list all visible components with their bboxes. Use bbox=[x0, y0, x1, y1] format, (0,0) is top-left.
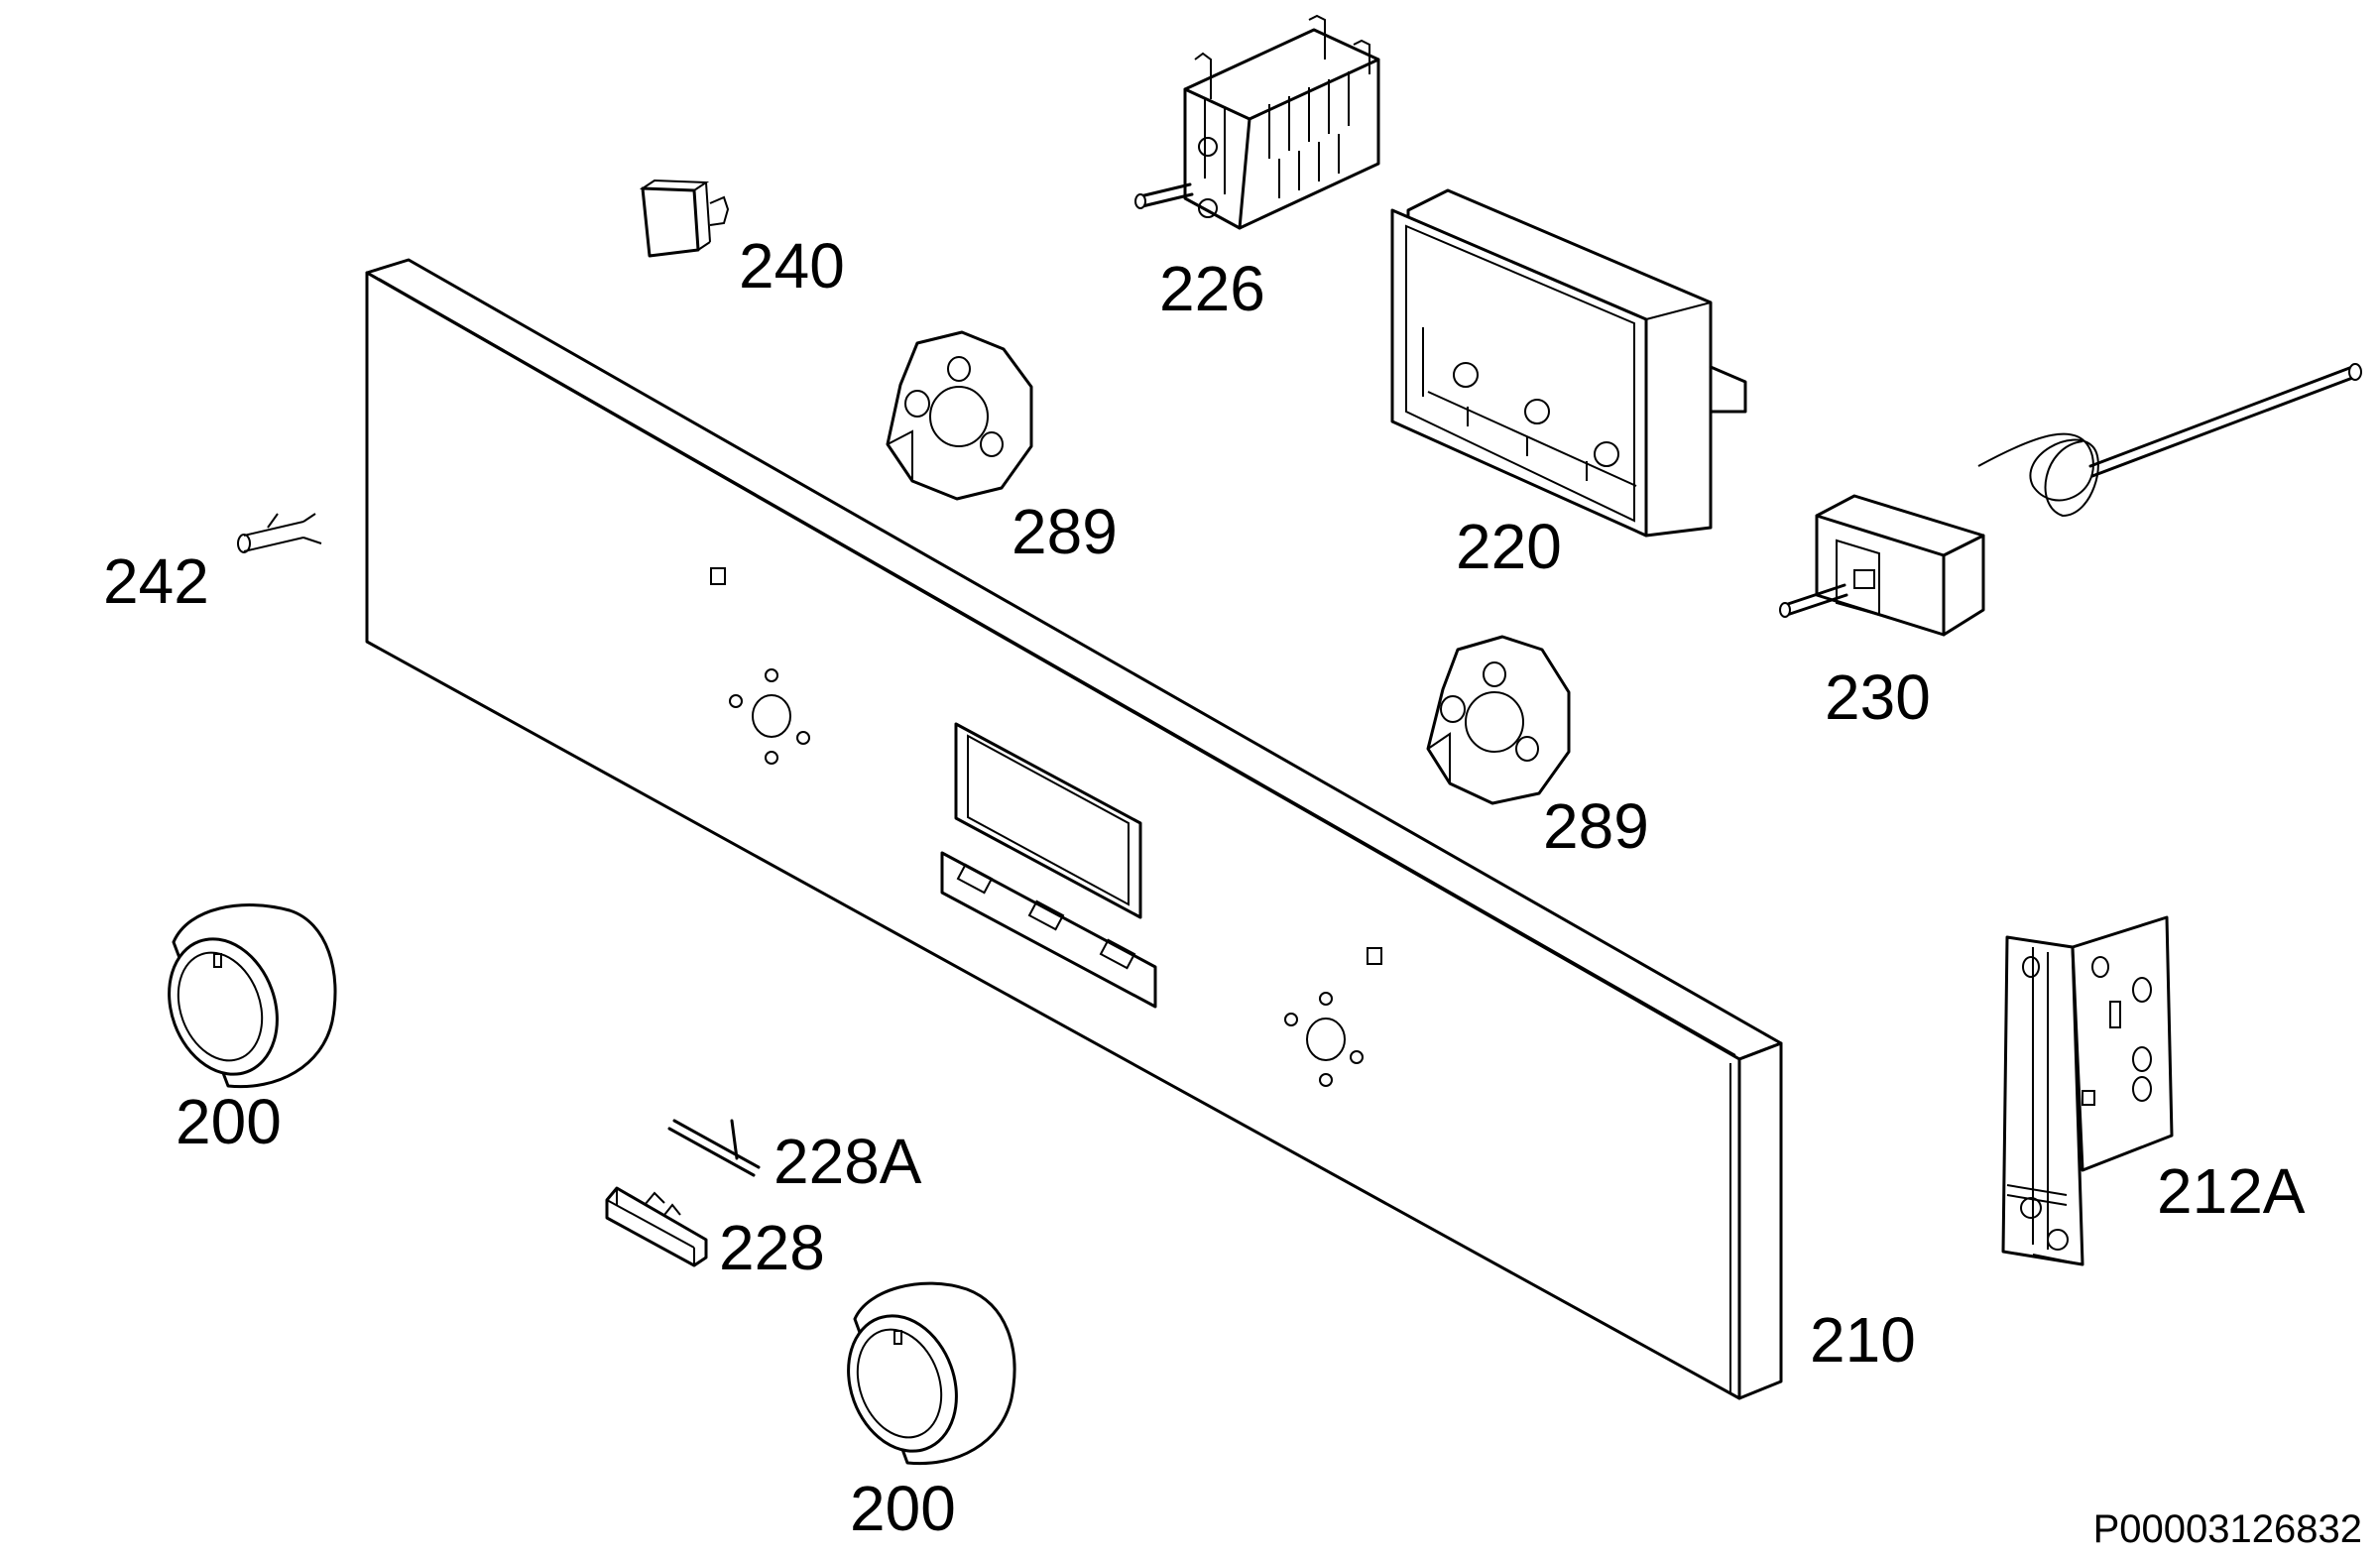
label-212a: 212A bbox=[2157, 1155, 2306, 1227]
label-220: 220 bbox=[1456, 511, 1562, 582]
label-210: 210 bbox=[1810, 1304, 1916, 1376]
label-200-upper: 200 bbox=[176, 1086, 282, 1157]
label-228a: 228A bbox=[774, 1126, 922, 1197]
label-242: 242 bbox=[103, 545, 209, 617]
pin-228a bbox=[667, 1119, 761, 1177]
label-226: 226 bbox=[1159, 253, 1265, 324]
display-module-220 bbox=[1390, 188, 1747, 538]
control-panel-210 bbox=[365, 258, 1783, 1400]
button-cap-240 bbox=[639, 179, 730, 258]
key-cap-228 bbox=[605, 1186, 708, 1267]
thermostat-230 bbox=[1779, 363, 2362, 637]
document-id: P00003126832 bbox=[2093, 1507, 2362, 1551]
label-289-lower: 289 bbox=[1543, 790, 1649, 862]
bracket-212a bbox=[2001, 915, 2174, 1266]
selector-switch-226 bbox=[1134, 14, 1380, 230]
label-289-upper: 289 bbox=[1012, 496, 1118, 567]
control-knob-200-upper bbox=[168, 903, 337, 1089]
control-knob-200-lower bbox=[847, 1281, 1016, 1466]
knob-spacer-289-lower bbox=[1426, 635, 1571, 805]
knob-spacer-289-upper bbox=[886, 330, 1033, 501]
label-230: 230 bbox=[1825, 661, 1931, 733]
label-228: 228 bbox=[719, 1212, 825, 1283]
label-240: 240 bbox=[739, 230, 845, 301]
spring-clip-242 bbox=[237, 513, 322, 553]
label-200-lower: 200 bbox=[850, 1473, 956, 1544]
